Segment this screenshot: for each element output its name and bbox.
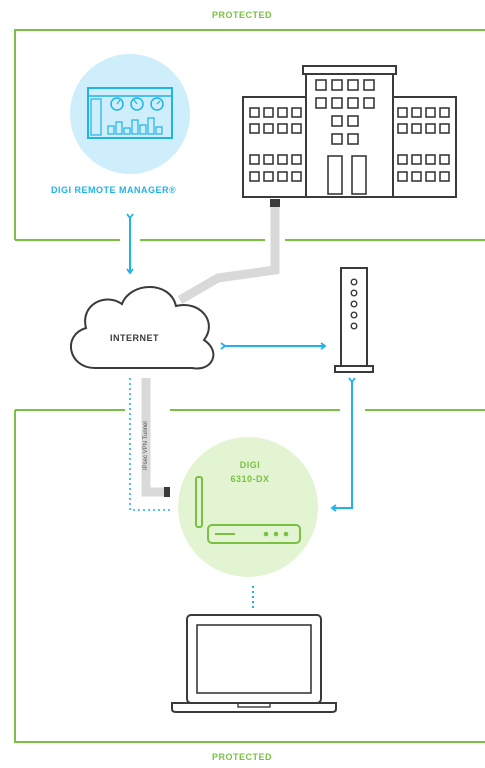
building-connection-pipe xyxy=(177,199,280,304)
vpn-tunnel-label: IPsec VPN Tunnel xyxy=(143,421,149,470)
cloud-icon xyxy=(70,286,215,370)
modem-icon xyxy=(334,267,374,373)
router-icon xyxy=(195,476,301,544)
protected-label-bottom: PROTECTED xyxy=(212,752,273,762)
modem-router-link-arrow xyxy=(330,377,356,512)
dashboard-monitor-icon xyxy=(87,87,173,139)
top-protected-zone xyxy=(14,29,485,241)
vpn-tunnel-pipe xyxy=(129,378,170,511)
remote-manager-label: DIGI REMOTE MANAGER® xyxy=(51,185,177,195)
laptop-icon xyxy=(171,614,337,713)
bottom-protected-zone xyxy=(14,409,485,743)
protected-label-top: PROTECTED xyxy=(212,10,273,20)
device-label-line2: 6310-DX xyxy=(230,474,270,484)
office-building-icon xyxy=(242,65,457,198)
device-label-line1: DIGI xyxy=(239,460,261,470)
internet-label: INTERNET xyxy=(110,333,159,343)
